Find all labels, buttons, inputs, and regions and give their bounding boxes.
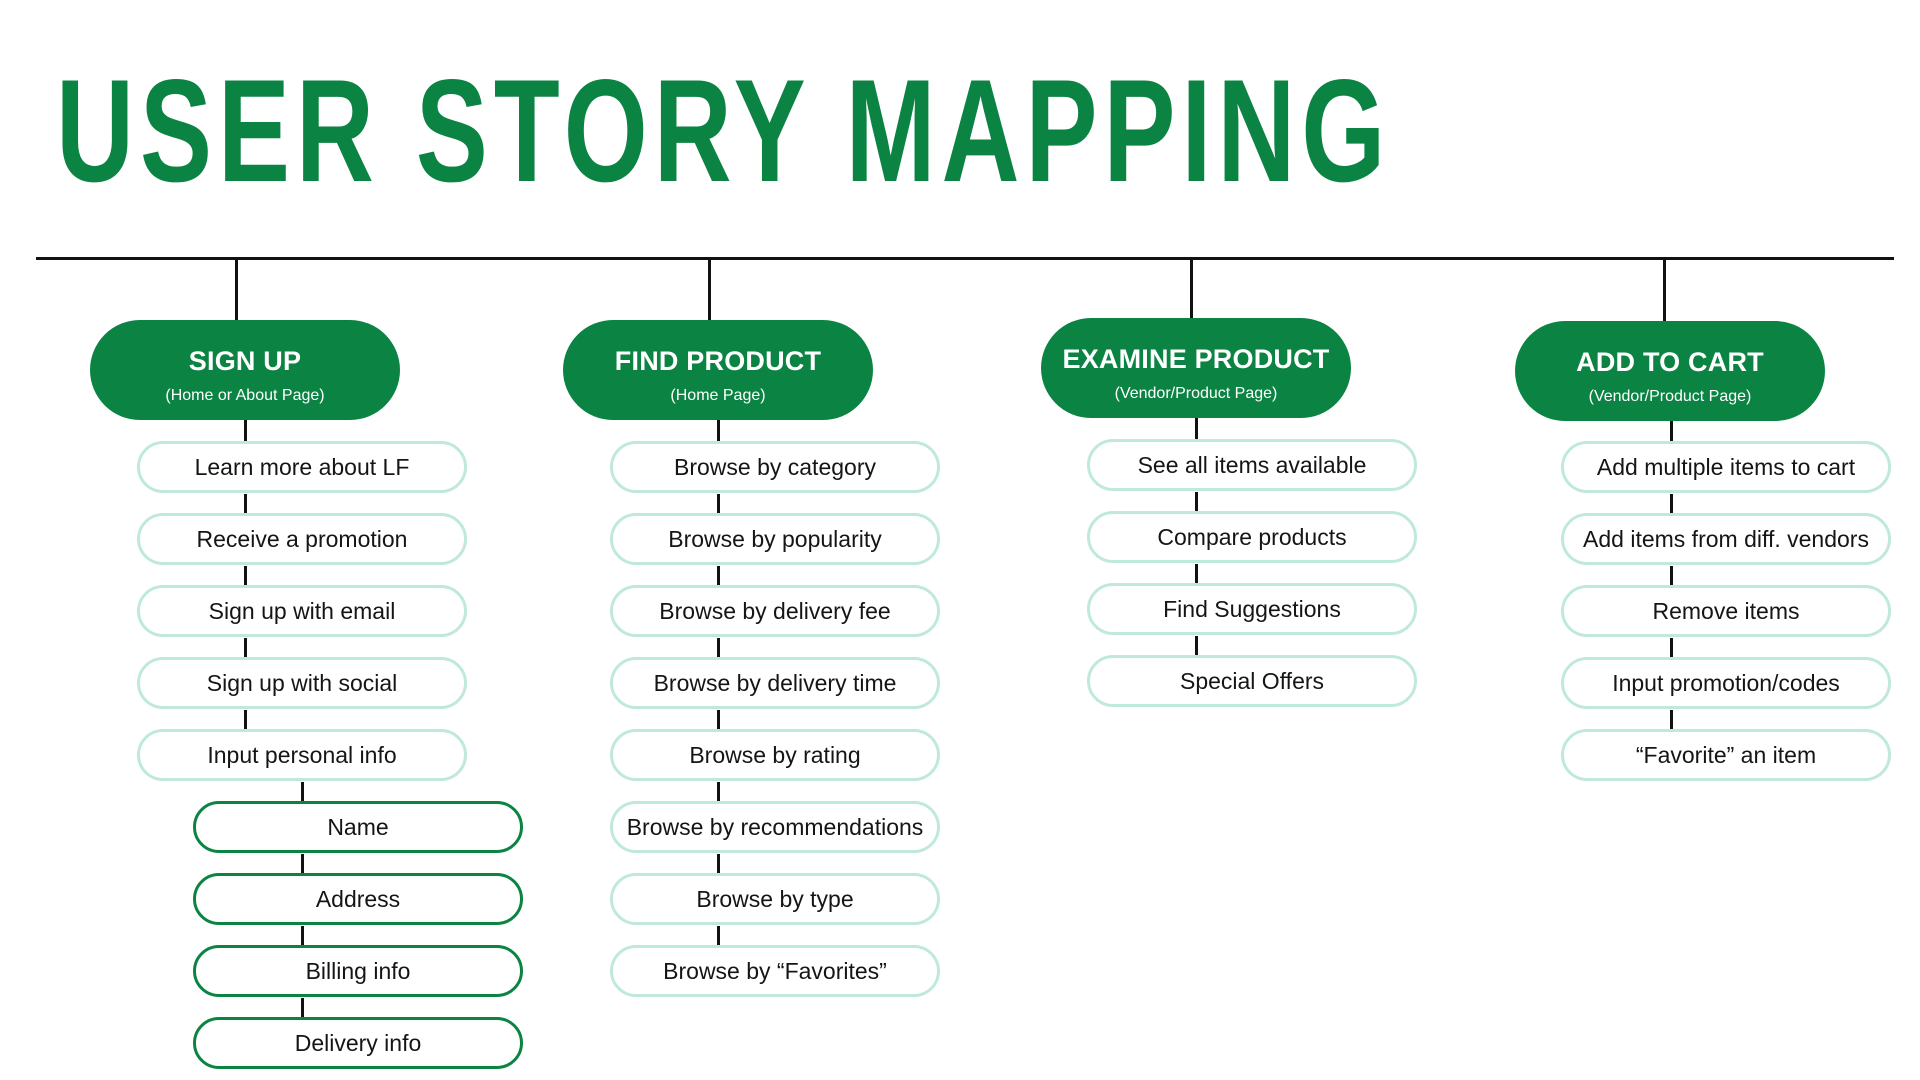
story-card: Compare products	[1087, 511, 1417, 563]
connector-line	[1195, 418, 1198, 440]
connector-line	[717, 566, 720, 586]
story-card: Browse by recommendations	[610, 801, 940, 853]
connector-line	[235, 259, 238, 321]
spine-line	[36, 257, 1894, 260]
connector-line	[1195, 636, 1198, 656]
story-card: Browse by rating	[610, 729, 940, 781]
page-title: USER STORY MAPPING	[56, 49, 1392, 212]
epic-subtitle: (Home Page)	[670, 387, 766, 404]
story-card: Browse by category	[610, 441, 940, 493]
story-card: Browse by “Favorites”	[610, 945, 940, 997]
story-card: Special Offers	[1087, 655, 1417, 707]
story-card: Find Suggestions	[1087, 583, 1417, 635]
story-card: Sign up with social	[137, 657, 467, 709]
connector-line	[244, 638, 247, 658]
connector-line	[1670, 566, 1673, 586]
story-card: Add items from diff. vendors	[1561, 513, 1891, 565]
connector-line	[244, 494, 247, 514]
epic-add-to-cart: ADD TO CART (Vendor/Product Page)	[1515, 321, 1825, 421]
story-card: Receive a promotion	[137, 513, 467, 565]
story-card: Input personal info	[137, 729, 467, 781]
epic-subtitle: (Home or About Page)	[165, 387, 325, 404]
epic-subtitle: (Vendor/Product Page)	[1588, 388, 1752, 405]
epic-title: ADD TO CART	[1576, 347, 1764, 377]
detail-card: Billing info	[193, 945, 523, 997]
connector-line	[717, 710, 720, 730]
story-card: See all items available	[1087, 439, 1417, 491]
epic-title: FIND PRODUCT	[614, 346, 822, 376]
connector-line	[717, 782, 720, 802]
story-card: “Favorite” an item	[1561, 729, 1891, 781]
story-card: Remove items	[1561, 585, 1891, 637]
detail-card: Name	[193, 801, 523, 853]
detail-card: Address	[193, 873, 523, 925]
connector-line	[1670, 710, 1673, 730]
story-card: Add multiple items to cart	[1561, 441, 1891, 493]
connector-line	[244, 710, 247, 730]
connector-line	[717, 638, 720, 658]
story-card: Browse by type	[610, 873, 940, 925]
epic-subtitle: (Vendor/Product Page)	[1114, 385, 1278, 402]
epic-title: EXAMINE PRODUCT	[1062, 344, 1330, 374]
story-card: Learn more about LF	[137, 441, 467, 493]
connector-line	[717, 854, 720, 874]
story-card: Browse by popularity	[610, 513, 940, 565]
connector-line	[301, 854, 304, 874]
connector-line	[708, 259, 711, 321]
connector-line	[717, 494, 720, 514]
connector-line	[301, 926, 304, 946]
connector-line	[1195, 564, 1198, 584]
connector-line	[717, 926, 720, 946]
epic-sign-up: SIGN UP (Home or About Page)	[90, 320, 400, 420]
connector-line	[244, 418, 247, 442]
story-card: Input promotion/codes	[1561, 657, 1891, 709]
connector-line	[1670, 420, 1673, 442]
connector-line	[1190, 259, 1193, 321]
detail-card: Delivery info	[193, 1017, 523, 1069]
connector-line	[1663, 259, 1666, 321]
connector-line	[717, 418, 720, 442]
connector-line	[1195, 492, 1198, 512]
story-card: Browse by delivery time	[610, 657, 940, 709]
epic-examine-product: EXAMINE PRODUCT (Vendor/Product Page)	[1041, 318, 1351, 418]
connector-line	[244, 566, 247, 586]
connector-line	[1670, 494, 1673, 514]
connector-line	[301, 782, 304, 802]
epic-find-product: FIND PRODUCT (Home Page)	[563, 320, 873, 420]
connector-line	[1670, 638, 1673, 658]
story-card: Browse by delivery fee	[610, 585, 940, 637]
connector-line	[301, 998, 304, 1018]
epic-title: SIGN UP	[188, 346, 302, 376]
story-card: Sign up with email	[137, 585, 467, 637]
